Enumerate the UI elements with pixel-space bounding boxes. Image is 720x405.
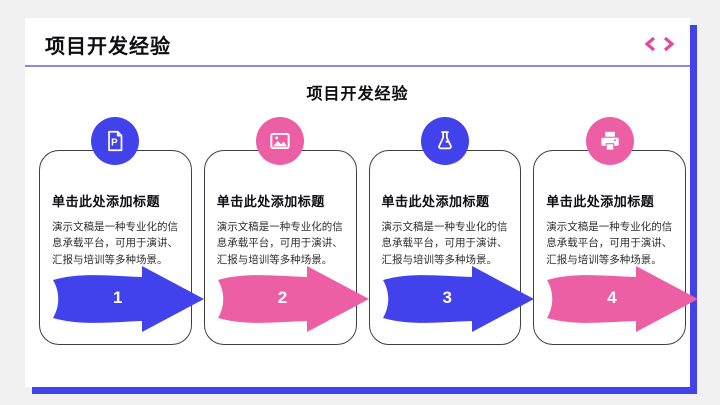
chevron-left-icon[interactable] — [643, 36, 657, 57]
step-number: 4 — [607, 287, 617, 307]
card-title-placeholder[interactable]: 单击此处添加标题 — [52, 194, 161, 209]
step-arrow-4: 4 — [540, 263, 703, 335]
process-cards: P 单击此处添加标题 演示文稿是一种专业化的信息承载平台，可用于演讲、汇报与培训… — [39, 117, 699, 345]
process-card-4: 单击此处添加标题 演示文稿是一种专业化的信息承载平台，可用于演讲、汇报与培训等多… — [533, 117, 699, 345]
process-card-2: 单击此处添加标题 演示文稿是一种专业化的信息承载平台，可用于演讲、汇报与培训等多… — [203, 117, 369, 345]
card-title-placeholder[interactable]: 单击此处添加标题 — [546, 194, 655, 209]
svg-text:P: P — [111, 137, 118, 148]
image-icon — [256, 117, 305, 165]
card-title-placeholder[interactable]: 单击此处添加标题 — [216, 194, 325, 209]
slide-nav[interactable] — [643, 36, 676, 57]
printer-icon — [585, 117, 634, 165]
document-p-icon: P — [91, 117, 140, 165]
step-arrow-2: 2 — [211, 263, 374, 335]
header-divider — [25, 65, 690, 67]
card-body-placeholder[interactable]: 演示文稿是一种专业化的信息承载平台，可用于演讲、汇报与培训等多种场景。 — [52, 221, 178, 266]
step-number: 1 — [112, 287, 123, 307]
flask-icon — [420, 117, 469, 165]
process-card-1: P 单击此处添加标题 演示文稿是一种专业化的信息承载平台，可用于演讲、汇报与培训… — [39, 117, 204, 345]
card-body-placeholder[interactable]: 演示文稿是一种专业化的信息承载平台，可用于演讲、汇报与培训等多种场景。 — [381, 221, 508, 266]
process-card-3: 单击此处添加标题 演示文稿是一种专业化的信息承载平台，可用于演讲、汇报与培训等多… — [368, 117, 534, 345]
step-arrow-3: 3 — [376, 263, 539, 335]
step-arrow-1: 1 — [46, 263, 209, 335]
page-title: 项目开发经验 — [45, 36, 171, 58]
slide-canvas: 项目开发经验 项目开发经验 P 单击此处添加标题 演示文稿 — [25, 18, 699, 387]
step-number: 2 — [277, 287, 288, 307]
chevron-right-icon[interactable] — [662, 36, 676, 57]
card-title-placeholder[interactable]: 单击此处添加标题 — [381, 194, 490, 209]
card-body-placeholder[interactable]: 演示文稿是一种专业化的信息承载平台，可用于演讲、汇报与培训等多种场景。 — [546, 221, 673, 266]
slide-content-title: 项目开发经验 — [306, 86, 409, 103]
step-number: 3 — [442, 287, 452, 307]
card-body-placeholder[interactable]: 演示文稿是一种专业化的信息承载平台，可用于演讲、汇报与培训等多种场景。 — [216, 221, 343, 266]
